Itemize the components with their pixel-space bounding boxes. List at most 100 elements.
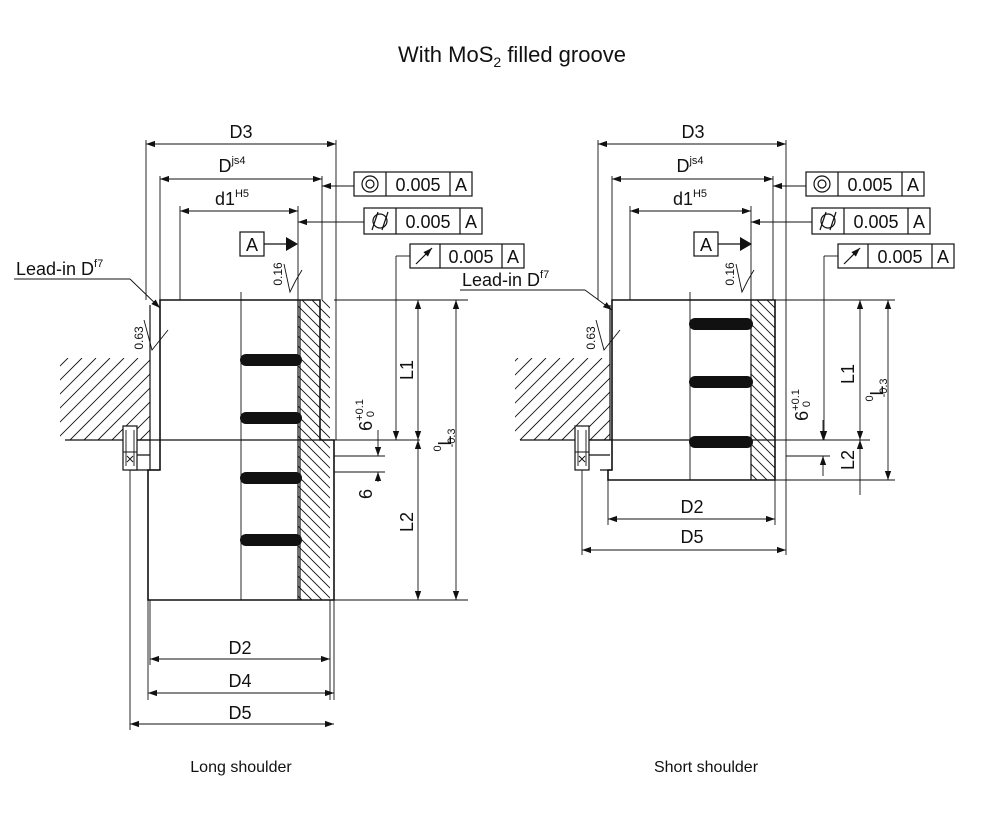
hatch-line	[0, 358, 54, 440]
hatch-line	[751, 383, 775, 409]
groove-left-4	[240, 534, 302, 546]
screw-right	[574, 425, 590, 471]
label-L-right: L0-0.3	[864, 378, 890, 401]
hatch-line	[298, 535, 330, 569]
hatch-line	[937, 300, 1000, 480]
svg-text:0.63: 0.63	[584, 326, 598, 350]
groove-left-3	[240, 472, 302, 484]
hatch-line	[298, 345, 330, 379]
hatch-line	[60, 358, 125, 423]
label-6-tol-left: 6+0.10	[354, 399, 377, 431]
svg-text:A: A	[937, 247, 949, 267]
label-D4-left: D4	[228, 671, 251, 691]
svg-text:0.005: 0.005	[448, 247, 493, 267]
label-lead-in-left: Lead-in Df7	[16, 258, 103, 279]
cylindricity-icon	[371, 211, 389, 231]
label-6-left: 6	[356, 489, 376, 499]
svg-text:0.16: 0.16	[271, 262, 285, 286]
label-D3-right: D3	[681, 122, 704, 142]
runout-icon	[843, 247, 861, 265]
label-L2-right: L2	[838, 450, 858, 470]
tolerance-frame-cylindricity-left: 0.005 A	[298, 207, 483, 235]
hatch-line	[60, 358, 139, 437]
label-lead-in-right: Lead-in Df7	[462, 269, 549, 290]
svg-text:A: A	[507, 247, 519, 267]
svg-text:A: A	[700, 235, 712, 255]
hatch-line	[0, 358, 12, 440]
tolerance-frame-cylindricity-right: 0.005 A	[751, 207, 931, 235]
hatch-line	[515, 358, 533, 376]
hatch-line	[60, 358, 111, 409]
hatch-line	[298, 545, 330, 579]
hatch-line	[837, 300, 1000, 480]
groove-right-3	[689, 436, 753, 448]
svg-text:0.005: 0.005	[395, 175, 440, 195]
drawing-title: With MoS2 filled groove	[398, 42, 626, 70]
label-L2-left: L2	[397, 512, 417, 532]
svg-text:0.16: 0.16	[723, 262, 737, 286]
svg-text:A: A	[465, 212, 477, 232]
label-D5-right: D5	[680, 527, 703, 547]
hatch-line	[751, 373, 775, 399]
hatch-line	[352, 300, 652, 600]
label-D-left: Djs4	[218, 155, 245, 176]
hatch-line	[533, 363, 610, 440]
hatch-line	[97, 387, 150, 440]
hatch-line	[751, 313, 775, 339]
hatch-line	[515, 358, 519, 362]
hatch-line	[422, 358, 504, 440]
hatch-line	[751, 443, 775, 469]
hatch-line	[515, 358, 547, 390]
hatch-line	[298, 435, 330, 469]
groove-left-1	[240, 354, 302, 366]
hatch-line	[887, 300, 1000, 480]
caption-short-shoulder: Short shoulder	[654, 759, 759, 776]
datum-A-right: A	[693, 231, 752, 257]
svg-text:0.63: 0.63	[132, 326, 146, 350]
hatch-line	[380, 358, 462, 440]
hatch-line	[807, 300, 987, 480]
concentricity-icon	[361, 175, 379, 193]
label-D3-left: D3	[229, 122, 252, 142]
hatch-line	[298, 425, 330, 459]
svg-text:0.005: 0.005	[847, 175, 892, 195]
hatch-line	[60, 358, 97, 395]
hatch-line	[589, 419, 610, 440]
label-6-tol-right: 6+0.10	[790, 389, 813, 421]
groove-right-2	[689, 376, 753, 388]
label-L-left: L0-0.3	[432, 428, 458, 451]
hatch-line	[515, 358, 589, 432]
hatch-line	[60, 358, 83, 381]
hatch-line	[298, 525, 330, 559]
svg-text:A: A	[913, 212, 925, 232]
hatch-line	[83, 373, 150, 440]
tolerance-frame-runout-left: 0.005 A	[392, 243, 525, 440]
caption-long-shoulder: Long shoulder	[190, 759, 292, 776]
tolerance-frame-concentricity-left: 0.005 A	[322, 171, 473, 197]
hatch-line	[0, 358, 40, 440]
tolerance-frame-concentricity-right: 0.005 A	[773, 171, 925, 197]
svg-text:A: A	[455, 175, 467, 195]
roughness-mark-016-left: 0.16	[271, 262, 303, 294]
label-d1-right: d1H5	[673, 188, 707, 209]
long-shoulder-view: D3 Djs4 d1H5 D2 D4 D5 L1 L2 L0-0.3 6+0.1…	[0, 122, 652, 776]
roughness-mark-063-left: 0.63	[132, 319, 169, 351]
section-hatching-right	[751, 300, 1000, 480]
hatch-line	[0, 358, 26, 440]
label-D5-left: D5	[228, 703, 251, 723]
label-L1-right: L1	[838, 364, 858, 384]
hatch-line	[907, 300, 1000, 480]
groove-left-2	[240, 412, 302, 424]
tolerance-frame-runout-right: 0.005 A	[820, 243, 955, 440]
hatch-line	[298, 335, 330, 369]
groove-right-1	[689, 318, 753, 330]
hatch-line	[515, 358, 561, 404]
concentricity-icon	[813, 175, 831, 193]
svg-text:A: A	[907, 175, 919, 195]
hatch-line	[897, 300, 1000, 480]
hatch-line	[947, 300, 1000, 480]
hatch-line	[917, 300, 1000, 480]
hatch-line	[515, 358, 575, 418]
